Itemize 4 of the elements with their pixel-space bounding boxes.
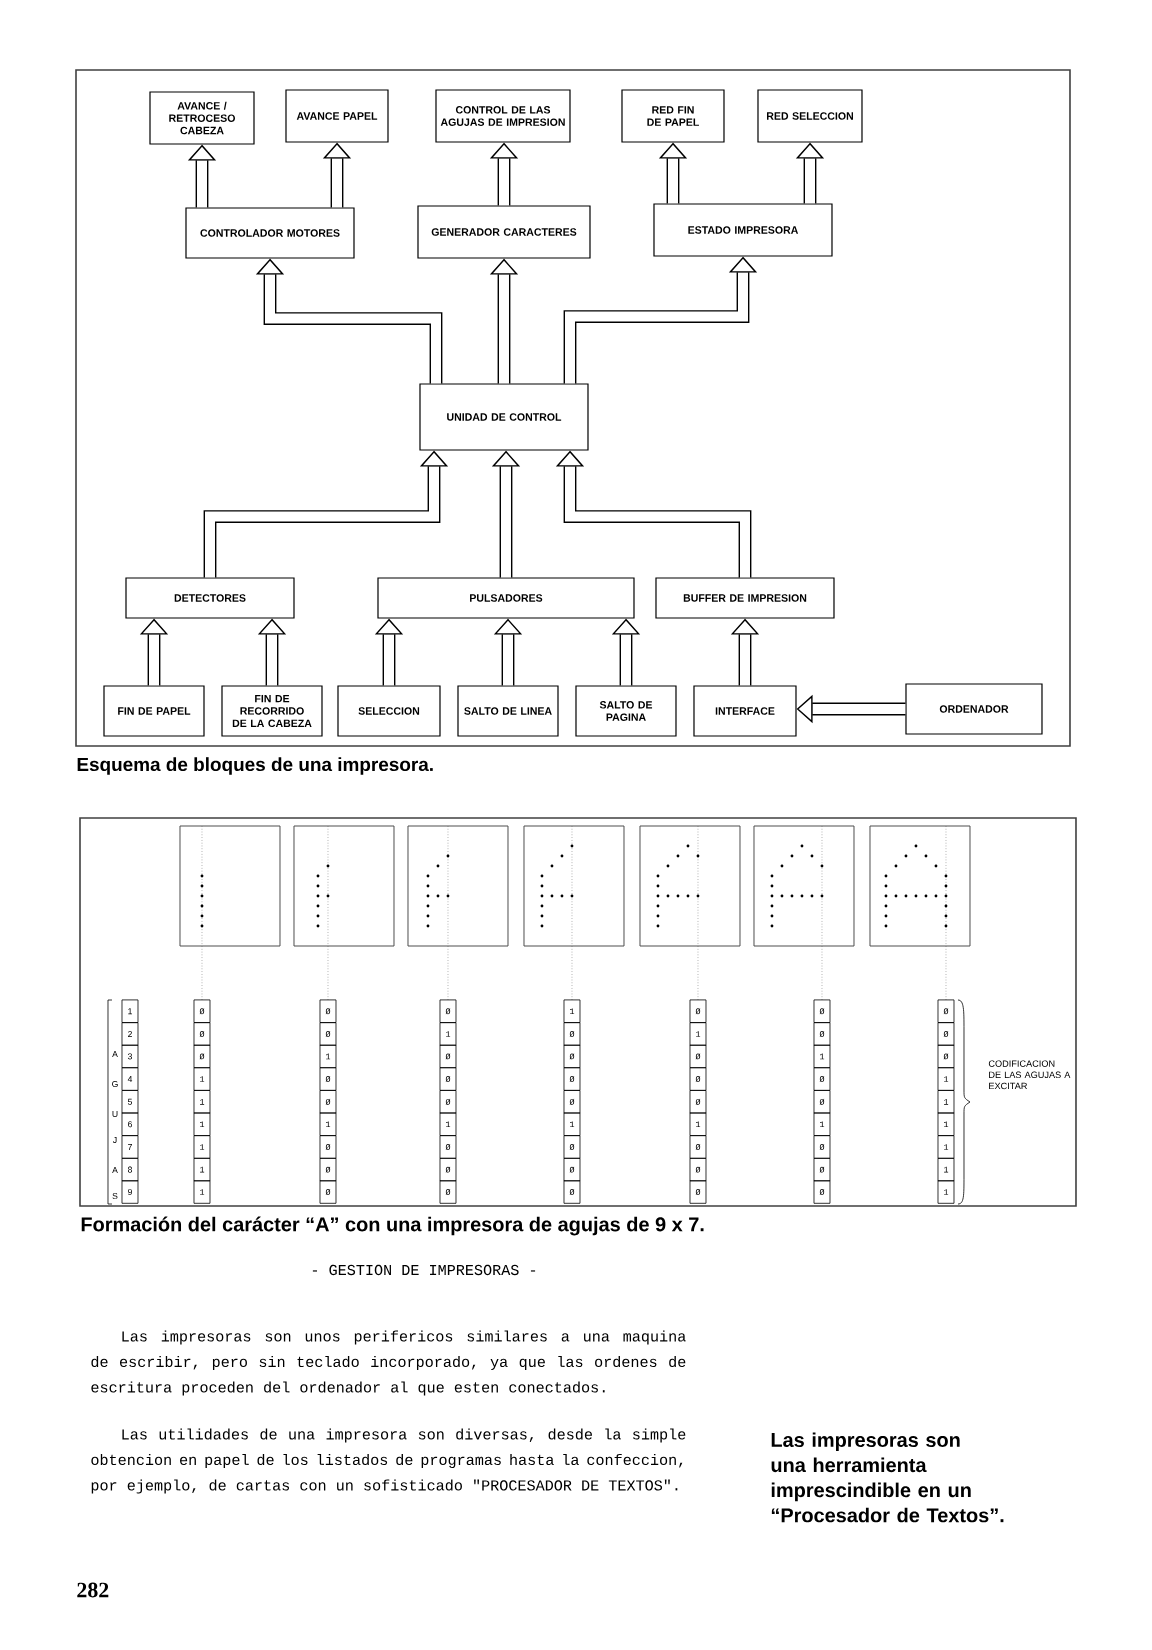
page-number: 282	[77, 1582, 109, 1598]
sidebar-quote: Las impresoras son una herramienta imprescindible en un “Procesador de Textos”.	[771, 1432, 1004, 1523]
figure-caption: Formación del carácter “A” con una impresora de agujas de 9 x 7.	[81, 1216, 704, 1236]
figure-caption: Esquema de bloques de una impresora.	[77, 757, 433, 775]
